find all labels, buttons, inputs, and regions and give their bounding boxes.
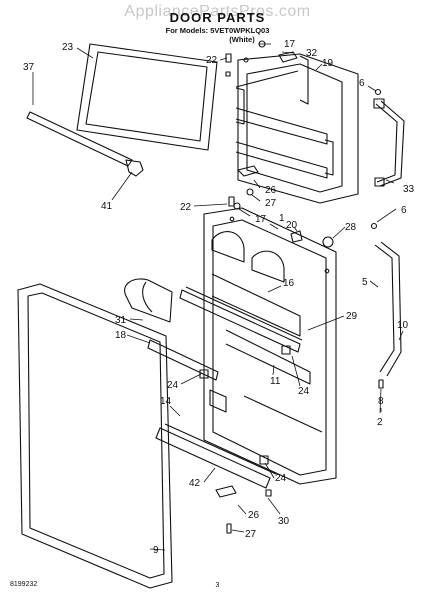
- freezer-trim-strip: [26, 111, 144, 177]
- document-code: 8199232: [10, 581, 38, 588]
- page-number: 3: [215, 582, 220, 589]
- callout-30: 30: [278, 516, 290, 527]
- callout-20: 20: [286, 220, 298, 231]
- callout-17-lower: 17: [255, 214, 267, 225]
- callout-22: 22: [206, 55, 218, 66]
- models-line: For Models: 5VET0WPKLQ03: [165, 26, 270, 35]
- freezer-door-gasket: [76, 43, 218, 151]
- color-line: (White): [229, 35, 255, 44]
- callout-32: 32: [306, 48, 318, 59]
- callout-5: 5: [362, 277, 368, 288]
- callout-18: 18: [115, 330, 127, 341]
- callout-23: 23: [62, 42, 74, 53]
- callout-22-lower: 22: [180, 202, 192, 213]
- watermark: AppliancePartsPros.com: [124, 3, 311, 20]
- callout-6: 6: [359, 78, 365, 89]
- callout-labels: 23 22 17 32 19 37 6 41 26 27 33 22 17 1 …: [23, 39, 415, 556]
- callout-6-lower: 6: [401, 205, 407, 216]
- callout-28: 28: [345, 222, 357, 233]
- callout-26-lower: 26: [248, 510, 260, 521]
- callout-19: 19: [322, 58, 334, 69]
- callout-33: 33: [403, 184, 415, 195]
- callout-27-lower: 27: [245, 529, 257, 540]
- callout-8: 8: [378, 396, 384, 407]
- callout-24-bottom: 24: [275, 473, 287, 484]
- callout-26: 26: [265, 185, 277, 196]
- callout-17: 17: [284, 39, 296, 50]
- refrigerator-handle: [374, 241, 402, 377]
- page-title: DOOR PARTS: [169, 10, 266, 25]
- callout-42: 42: [189, 478, 201, 489]
- callout-37: 37: [23, 62, 35, 73]
- callout-24-left: 24: [167, 380, 179, 391]
- callout-41: 41: [101, 201, 113, 212]
- bottom-shelf-bar: [155, 423, 277, 489]
- callout-29: 29: [346, 311, 358, 322]
- freezer-handle: [373, 98, 405, 187]
- upper-door-shelf: [179, 286, 303, 353]
- callout-10: 10: [397, 320, 409, 331]
- middle-shelf-bar: [147, 339, 219, 381]
- refrigerator-door: [203, 207, 337, 485]
- freezer-door: [235, 51, 359, 204]
- leader-lines: [32, 43, 404, 551]
- callout-27: 27: [265, 198, 277, 209]
- callout-24-right: 24: [298, 386, 310, 397]
- callout-16: 16: [283, 278, 295, 289]
- dairy-compartment: [124, 278, 173, 323]
- callout-31: 31: [115, 315, 127, 326]
- refrigerator-door-gasket: [17, 283, 173, 589]
- callout-2: 2: [377, 417, 383, 428]
- callout-9: 9: [153, 545, 159, 556]
- callout-11: 11: [270, 376, 281, 387]
- callout-1: 1: [279, 213, 285, 224]
- callout-14: 14: [160, 396, 172, 407]
